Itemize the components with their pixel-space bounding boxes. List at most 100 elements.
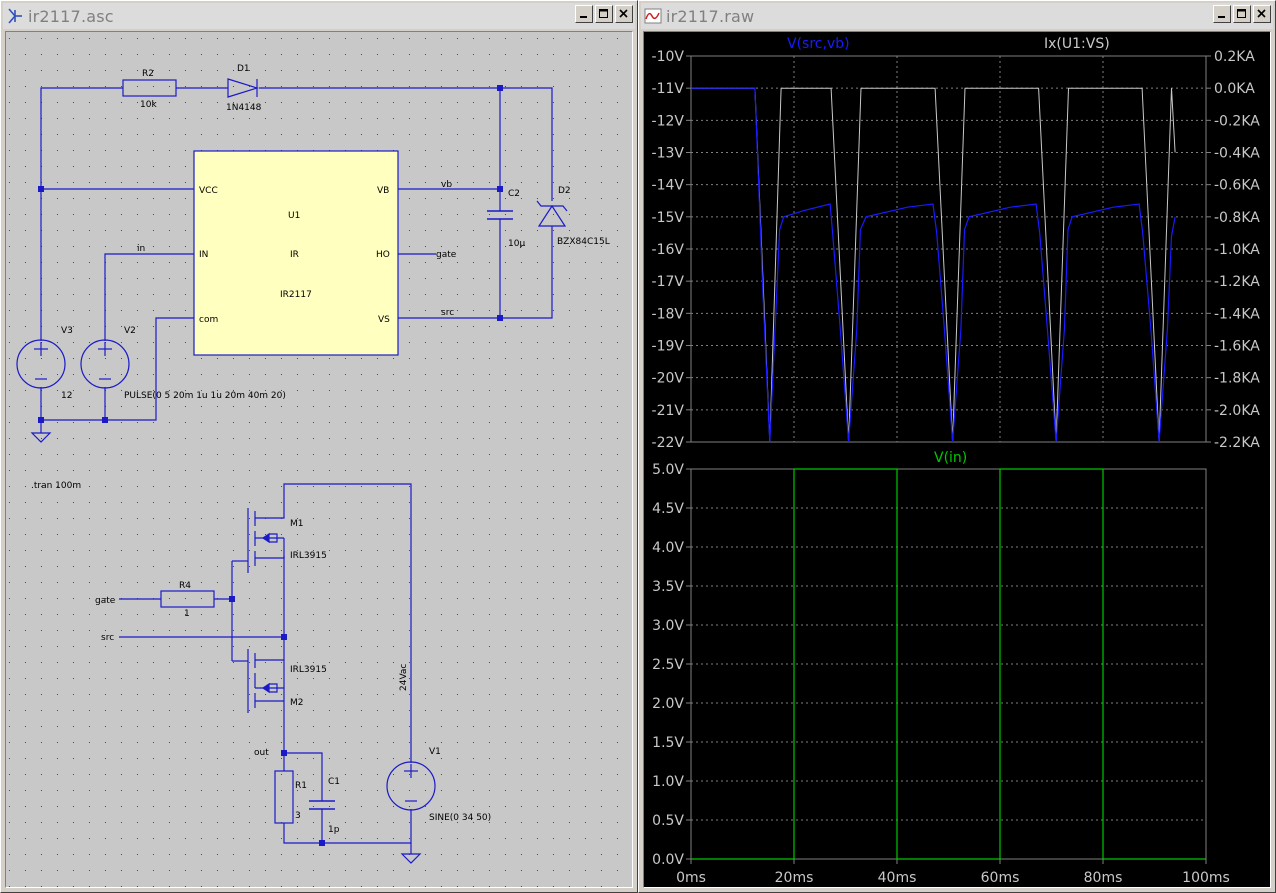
zener-diode-d2[interactable] <box>536 200 568 227</box>
v3-value-label: 12 <box>61 391 72 401</box>
u1-vb-pin-label: VB <box>377 186 389 196</box>
capacitor-c2[interactable] <box>487 210 513 220</box>
resistor-r2[interactable] <box>122 79 177 97</box>
top-left-tick-label: -10V <box>652 49 685 65</box>
bottom-left-tick-label: 5.0V <box>652 462 684 478</box>
bottom-left-tick-label: 0.5V <box>652 813 684 829</box>
top-right-tick-label: 0.0KA <box>1214 81 1255 97</box>
m1-value-label: IRL3915 <box>290 551 327 561</box>
minimize-button[interactable] <box>575 5 593 23</box>
top-right-axis-ticks: 0.2KA 0.0KA -0.2KA -0.4KA -0.6KA -0.8KA -1.0KA… <box>1206 49 1260 451</box>
c1-name-label: C1 <box>328 777 340 787</box>
voltage-source-v1[interactable] <box>386 761 436 811</box>
mosfet-m2[interactable] <box>247 649 284 713</box>
r1-value-label: 3 <box>295 811 301 821</box>
tran-directive[interactable]: .tran 100m <box>31 481 81 491</box>
bottom-pane[interactable]: 5.0V4.5V4.0V3.5V3.0V2.5V2.0V1.5V1.0V0.5V… <box>652 450 1230 886</box>
maximize-icon <box>1237 9 1246 18</box>
voltage-source-v2[interactable] <box>80 339 130 389</box>
top-right-tick-label: -2.0KA <box>1214 403 1260 419</box>
trace-ix-u1-vs-label[interactable]: Ix(U1:VS) <box>1044 36 1110 52</box>
x-tick-label: 40ms <box>878 870 917 886</box>
trace-v-in-label[interactable]: V(in) <box>934 450 967 466</box>
schematic-drawing[interactable]: R2 10k D1 1N4148 VCC VB U1 IN IR HO IR21… <box>6 32 633 888</box>
trace-v-src-vb-label[interactable]: V(src,vb) <box>787 36 850 52</box>
top-left-tick-label: -16V <box>652 242 685 258</box>
v2-name-label: V2 <box>124 326 136 336</box>
d2-value-label: BZX84C15L <box>557 237 610 247</box>
v1-value-label: SINE(0 34 50) <box>429 813 491 823</box>
m2-value-label: IRL3915 <box>290 665 327 675</box>
top-left-axis-ticks: -10V-11V-12V-13V-14V-15V-16V-17V-18V-19V… <box>652 49 691 451</box>
u1-ir-label: IR <box>290 250 299 260</box>
resistor-r4[interactable] <box>160 590 215 608</box>
top-right-tick-label: -0.8KA <box>1214 210 1260 226</box>
top-right-tick-label: -0.6KA <box>1214 178 1260 194</box>
mosfet-m1[interactable] <box>247 508 285 573</box>
m2-name-label: M2 <box>290 698 304 708</box>
capacitor-c1[interactable] <box>309 800 335 810</box>
x-tick-label: 20ms <box>775 870 814 886</box>
top-right-tick-label: -1.0KA <box>1214 242 1260 258</box>
waveform-plot[interactable]: -10V-11V-12V-13V-14V-15V-16V-17V-18V-19V… <box>644 32 1271 888</box>
top-right-tick-label: -0.4KA <box>1214 146 1260 162</box>
top-right-tick-label: -1.6KA <box>1214 339 1260 355</box>
net-gate-label: gate <box>436 250 457 260</box>
maximize-button[interactable] <box>1233 5 1251 23</box>
top-left-tick-label: -17V <box>652 274 685 290</box>
top-pane[interactable]: -10V-11V-12V-13V-14V-15V-16V-17V-18V-19V… <box>652 36 1261 451</box>
u1-vcc-pin-label: VCC <box>199 186 218 196</box>
x-tick-label: 100ms <box>1182 870 1230 886</box>
close-icon <box>1257 9 1266 18</box>
voltage-source-v3[interactable] <box>16 339 66 389</box>
u1-name-label: U1 <box>288 211 300 221</box>
x-tick-label: 0ms <box>676 870 706 886</box>
minimize-icon <box>1218 16 1225 18</box>
u1-in-pin-label: IN <box>199 250 208 260</box>
junctions <box>38 85 503 846</box>
r2-value-label: 10k <box>140 100 157 110</box>
schematic-canvas[interactable]: R2 10k D1 1N4148 VCC VB U1 IN IR HO IR21… <box>5 31 633 888</box>
u1-vs-pin-label: VS <box>378 315 390 325</box>
waveform-canvas[interactable]: -10V-11V-12V-13V-14V-15V-16V-17V-18V-19V… <box>643 31 1271 888</box>
d2-name-label: D2 <box>558 186 571 196</box>
bottom-left-tick-label: 3.5V <box>652 579 684 595</box>
c2-value-label: 10µ <box>508 239 525 249</box>
schematic-titlebar[interactable]: ir2117.asc <box>3 3 635 29</box>
bottom-left-tick-label: 2.0V <box>652 696 684 712</box>
resistor-r1[interactable] <box>274 770 294 824</box>
out-net-label: out <box>254 748 269 758</box>
c2-name-label: C2 <box>508 189 520 199</box>
waveform-window[interactable]: ir2117.raw -10V-11V-12V-13V-14V-15V-16V-… <box>638 0 1276 893</box>
close-button[interactable] <box>615 5 633 23</box>
bottom-left-tick-label: 0.0V <box>652 852 684 868</box>
schematic-window[interactable]: ir2117.asc <box>0 0 638 893</box>
top-left-tick-label: -18V <box>652 306 685 322</box>
trace-ix-u1-vs <box>691 87 1176 443</box>
bottom-left-tick-label: 3.0V <box>652 618 684 634</box>
waveform-titlebar[interactable]: ir2117.raw <box>641 3 1273 29</box>
gate-net-label: gate <box>95 596 116 606</box>
wire-24vac-label: 24Vac <box>399 664 409 691</box>
diode-d1[interactable] <box>227 78 260 98</box>
ic-u1[interactable] <box>193 150 399 356</box>
v3-name-label: V3 <box>61 326 73 336</box>
m1-name-label: M1 <box>290 519 304 529</box>
top-right-tick-label: -0.2KA <box>1214 113 1260 129</box>
bottom-left-axis-ticks: 5.0V4.5V4.0V3.5V3.0V2.5V2.0V1.5V1.0V0.5V… <box>652 462 691 868</box>
u1-ho-pin-label: HO <box>376 250 390 260</box>
r1-name-label: R1 <box>295 781 307 791</box>
close-button[interactable] <box>1253 5 1271 23</box>
top-right-tick-label: -1.8KA <box>1214 371 1260 387</box>
top-left-tick-label: -13V <box>652 146 685 162</box>
x-tick-label: 80ms <box>1084 870 1123 886</box>
close-icon <box>619 9 628 18</box>
minimize-button[interactable] <box>1213 5 1231 23</box>
bottom-plot-frame <box>690 468 1207 860</box>
top-left-tick-label: -12V <box>652 113 685 129</box>
maximize-button[interactable] <box>595 5 613 23</box>
waveform-window-title: ir2117.raw <box>666 6 755 26</box>
top-right-tick-label: 0.2KA <box>1214 49 1255 65</box>
top-right-tick-label: -2.2KA <box>1214 435 1260 451</box>
